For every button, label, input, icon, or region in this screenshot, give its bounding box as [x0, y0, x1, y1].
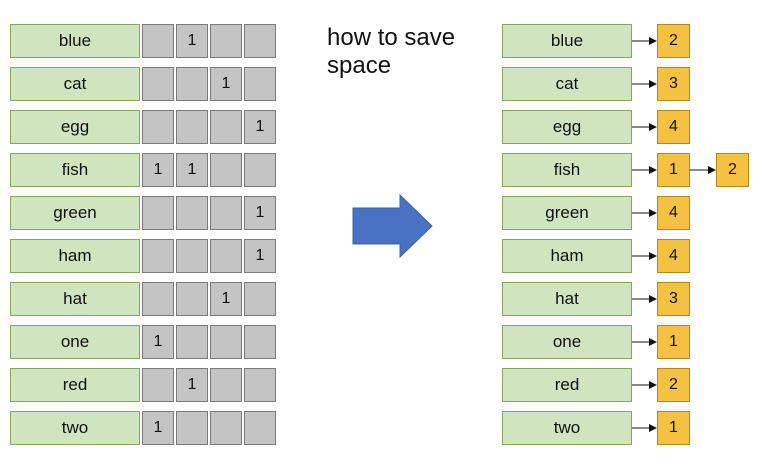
- matrix-cell: 1: [176, 24, 208, 58]
- index-word-label: egg: [502, 110, 632, 144]
- matrix-cell: [244, 411, 276, 445]
- matrix-word-label: red: [10, 368, 140, 402]
- matrix-cell: 1: [142, 411, 174, 445]
- matrix-word-label: two: [10, 411, 140, 445]
- matrix-cell: [244, 24, 276, 58]
- posting-box: 4: [657, 239, 690, 273]
- matrix-cell: [210, 24, 242, 58]
- posting-box: 2: [716, 153, 749, 187]
- matrix-cell: [210, 239, 242, 273]
- matrix-cell: 1: [176, 153, 208, 187]
- matrix-cell: [210, 368, 242, 402]
- matrix-cell: [176, 239, 208, 273]
- matrix-cell: 1: [244, 110, 276, 144]
- matrix-cell: [142, 282, 174, 316]
- matrix-word-label: cat: [10, 67, 140, 101]
- posting-box: 3: [657, 282, 690, 316]
- matrix-cell: [176, 110, 208, 144]
- matrix-cell: [142, 24, 174, 58]
- matrix-cell: [176, 325, 208, 359]
- index-word-label: green: [502, 196, 632, 230]
- matrix-cell: [210, 196, 242, 230]
- matrix-cell: [142, 239, 174, 273]
- caption-line-1: how to save: [327, 24, 456, 51]
- posting-box: 4: [657, 110, 690, 144]
- matrix-word-label: one: [10, 325, 140, 359]
- matrix-cell: [210, 110, 242, 144]
- posting-box: 1: [657, 153, 690, 187]
- matrix-word-label: fish: [10, 153, 140, 187]
- index-word-label: ham: [502, 239, 632, 273]
- matrix-word-label: egg: [10, 110, 140, 144]
- caption: how to save space: [327, 24, 455, 80]
- caption-line-2: space: [327, 52, 392, 79]
- matrix-cell: [142, 67, 174, 101]
- matrix-cell: [142, 196, 174, 230]
- matrix-cell: [244, 67, 276, 101]
- matrix-cell: [176, 411, 208, 445]
- matrix-cell: [176, 282, 208, 316]
- index-word-label: hat: [502, 282, 632, 316]
- matrix-word-label: hat: [10, 282, 140, 316]
- matrix-cell: [244, 368, 276, 402]
- index-word-label: red: [502, 368, 632, 402]
- matrix-cell: [142, 368, 174, 402]
- matrix-cell: [244, 325, 276, 359]
- matrix-cell: [210, 325, 242, 359]
- matrix-cell: 1: [142, 153, 174, 187]
- matrix-word-label: ham: [10, 239, 140, 273]
- matrix-word-label: blue: [10, 24, 140, 58]
- matrix-cell: [210, 411, 242, 445]
- matrix-cell: [176, 196, 208, 230]
- matrix-cell: 1: [210, 67, 242, 101]
- posting-box: 4: [657, 196, 690, 230]
- matrix-cell: [244, 153, 276, 187]
- posting-box: 1: [657, 411, 690, 445]
- matrix-cell: 1: [142, 325, 174, 359]
- index-word-label: two: [502, 411, 632, 445]
- transform-arrow-icon: [352, 193, 433, 259]
- index-word-label: fish: [502, 153, 632, 187]
- index-word-label: cat: [502, 67, 632, 101]
- matrix-cell: 1: [210, 282, 242, 316]
- index-word-label: one: [502, 325, 632, 359]
- posting-box: 2: [657, 368, 690, 402]
- matrix-cell: [142, 110, 174, 144]
- posting-links: [632, 37, 716, 432]
- matrix-cell: 1: [244, 196, 276, 230]
- matrix-cell: [210, 153, 242, 187]
- matrix-cell: [176, 67, 208, 101]
- posting-box: 2: [657, 24, 690, 58]
- matrix-cell: 1: [244, 239, 276, 273]
- posting-box: 3: [657, 67, 690, 101]
- matrix-cell: [244, 282, 276, 316]
- index-word-label: blue: [502, 24, 632, 58]
- matrix-cell: 1: [176, 368, 208, 402]
- posting-box: 1: [657, 325, 690, 359]
- matrix-word-label: green: [10, 196, 140, 230]
